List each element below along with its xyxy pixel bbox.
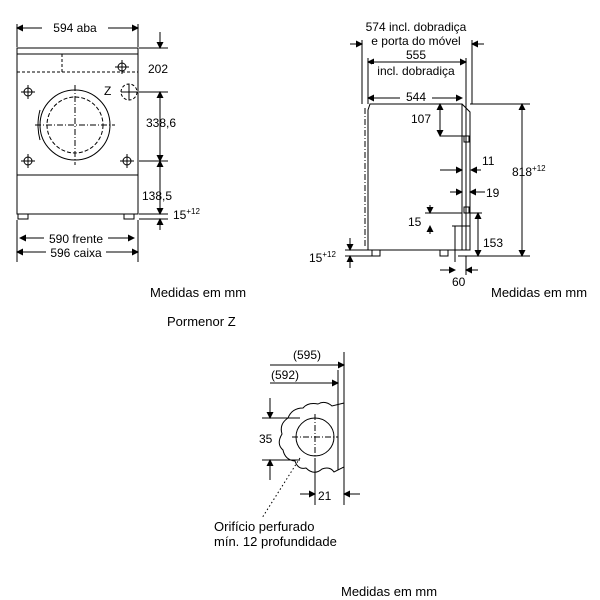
side-555-label: 555 xyxy=(406,48,426,62)
side-818-label: 818+12 xyxy=(512,164,546,179)
side-153-label: 153 xyxy=(483,236,503,250)
side-body-outline xyxy=(367,103,463,251)
front-caixa-label: 596 caixa xyxy=(50,246,102,260)
front-15-label: 15+12 xyxy=(173,207,200,222)
front-338-label: 338,6 xyxy=(146,116,176,130)
side-11-label: 11 xyxy=(482,154,495,168)
detail-595-label: (595) xyxy=(293,348,321,362)
caption-left: Medidas em mm xyxy=(150,285,246,300)
mount-hole-tl xyxy=(21,85,35,99)
front-foot-left xyxy=(17,213,29,220)
detail-panel-outline xyxy=(278,401,345,473)
mount-hole-bl xyxy=(21,154,35,168)
side-labels: 574 incl. dobradiça e porta do móvel 555… xyxy=(309,20,546,289)
front-labels: 594 aba 202 Z 338,6 138,5 15+12 590 fren… xyxy=(42,20,200,260)
side-15b-label: 15+12 xyxy=(309,250,336,265)
caption-right: Medidas em mm xyxy=(491,285,587,300)
side-foot-front xyxy=(439,249,449,257)
hinge-574-line1: 574 incl. dobradiça xyxy=(366,20,467,34)
hole-note-line1: Orifício perfurado xyxy=(214,519,314,534)
side-555-sub-label: incl. dobradiça xyxy=(377,64,455,78)
detail-z-label: Z xyxy=(104,84,111,98)
side-15-label: 15 xyxy=(408,215,422,229)
caption-bottom: Medidas em mm xyxy=(341,584,437,599)
hole-note-line2: mín. 12 profundidade xyxy=(214,534,337,549)
front-202-label: 202 xyxy=(148,62,168,76)
front-frente-label: 590 frente xyxy=(49,232,103,246)
detail-35-label: 35 xyxy=(259,432,273,446)
front-view xyxy=(16,24,168,262)
detail-z-view xyxy=(261,352,360,519)
detail-592-label: (592) xyxy=(271,368,299,382)
mount-hole-br xyxy=(120,154,134,168)
front-width-label: 594 aba xyxy=(53,21,97,35)
side-view xyxy=(345,40,530,275)
side-107-label: 107 xyxy=(411,112,431,126)
side-foot-back xyxy=(371,249,381,257)
hinge-574-line2: e porta do móvel xyxy=(371,34,460,48)
detail-21-label: 21 xyxy=(318,489,332,503)
front-138-label: 138,5 xyxy=(142,189,172,203)
side-19-label: 19 xyxy=(486,186,500,200)
detail-z-labels: (595) (592) 35 21 Orifício perfurado mín… xyxy=(214,348,337,549)
side-60-label: 60 xyxy=(452,275,466,289)
mount-hole-tr xyxy=(115,60,129,74)
side-544-label: 544 xyxy=(406,90,426,104)
front-body-outline xyxy=(16,47,139,215)
front-foot-right xyxy=(123,213,135,220)
detail-z-title: Pormenor Z xyxy=(167,314,236,329)
